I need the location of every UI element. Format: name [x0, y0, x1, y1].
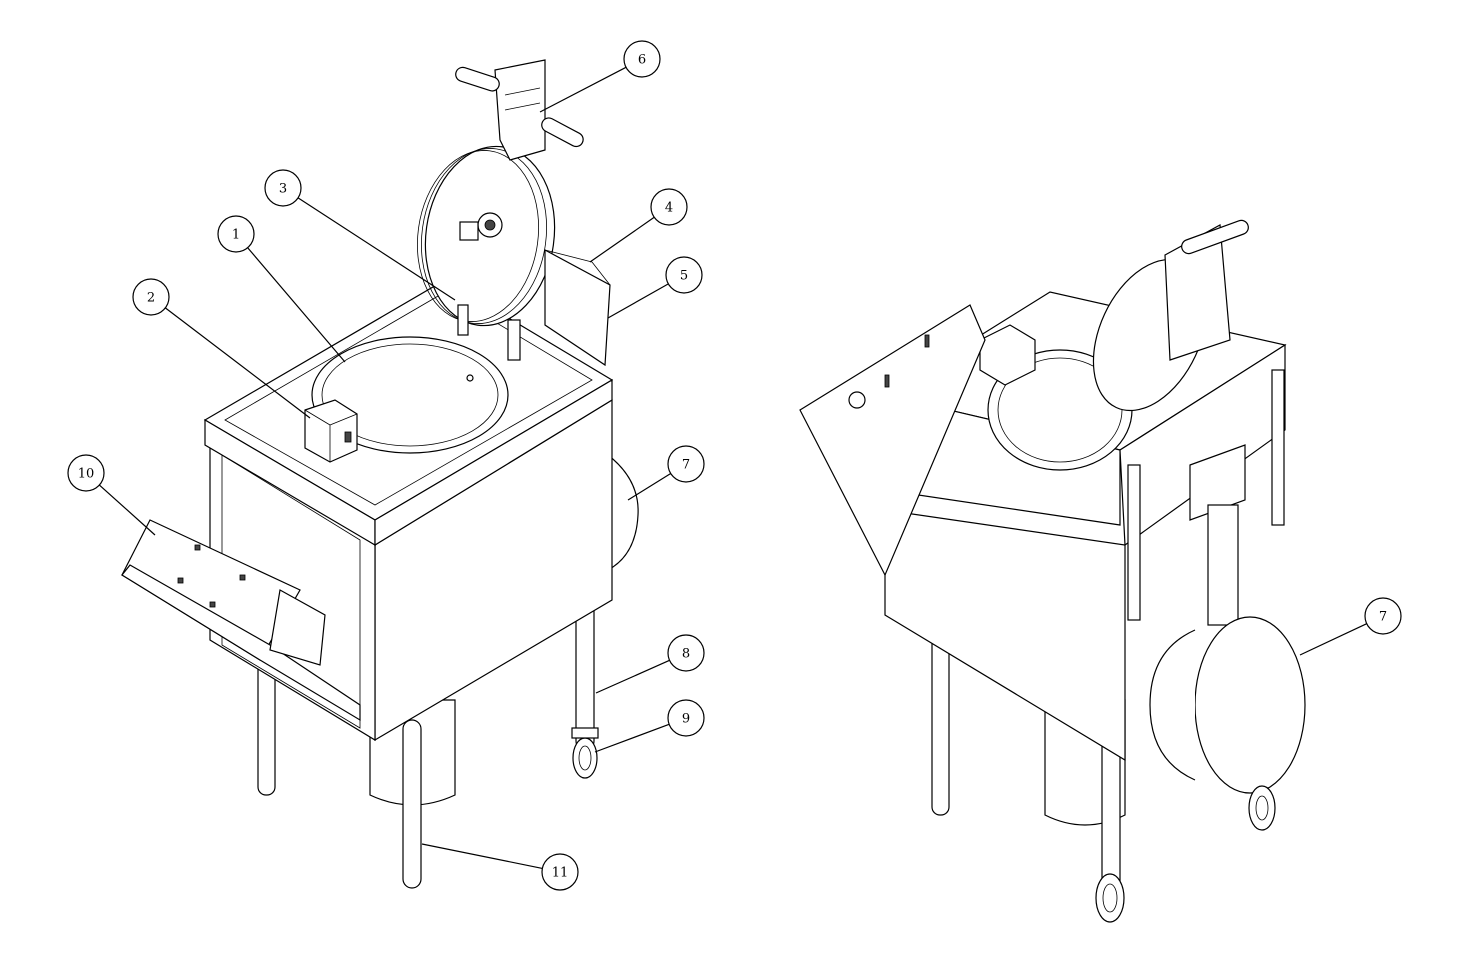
- right-view-cabinet: [799, 219, 1306, 923]
- hinge-handle-6: [494, 59, 546, 161]
- callout-circle: [264, 169, 302, 207]
- callout-c5: 5: [607, 256, 703, 319]
- left-heater-bulge: [607, 453, 639, 572]
- callout-circle: [650, 188, 688, 226]
- right-control-panel: [799, 304, 986, 577]
- leader-line: [594, 723, 670, 753]
- leader-line: [627, 472, 672, 501]
- callout-label: 11: [552, 866, 569, 881]
- right-frame-post-left: [1127, 464, 1141, 621]
- callout-c8: 8: [595, 634, 705, 694]
- callout-label: 10: [78, 467, 95, 482]
- right-caster-rear: [1248, 785, 1276, 831]
- callout-circle: [667, 634, 705, 672]
- callout-label: 5: [680, 269, 688, 284]
- callout-c11: 11: [421, 843, 579, 891]
- callout-c3: 3: [264, 169, 456, 301]
- callout-circle: [667, 445, 705, 483]
- callout-label: 2: [147, 291, 155, 306]
- left-view-cabinet: [121, 59, 639, 889]
- callout-label: 3: [279, 182, 287, 197]
- callout-c1: 1: [217, 215, 346, 363]
- callout-circle: [623, 40, 661, 78]
- callout-c6: 6: [539, 40, 661, 113]
- right-cabinet-front: [884, 509, 1126, 762]
- callout-label: 9: [682, 712, 690, 727]
- callout-circle: [132, 278, 170, 316]
- right-caster-front: [1095, 873, 1125, 923]
- callout-label: 7: [1379, 610, 1387, 625]
- callout-c7a: 7: [627, 445, 705, 501]
- callout-label: 6: [638, 53, 646, 68]
- left-caster: [572, 737, 598, 779]
- callout-circle: [667, 699, 705, 737]
- callout-label: 8: [682, 647, 690, 662]
- callout-c9: 9: [594, 699, 705, 753]
- callout-circle: [217, 215, 255, 253]
- callout-c10: 10: [67, 454, 156, 536]
- leader-line: [421, 843, 543, 870]
- leader-line: [539, 66, 627, 113]
- leader-line: [607, 283, 669, 319]
- leader-line: [98, 484, 156, 536]
- callout-circle: [1364, 597, 1402, 635]
- left-front-leg: [402, 719, 422, 889]
- callout-layer: 1 2 3 4 5 6 7 8 9 10 11 7: [67, 40, 1402, 891]
- leader-line: [297, 197, 456, 301]
- callout-label: 4: [665, 201, 673, 216]
- callout-c4: 4: [589, 188, 688, 263]
- leader-line: [1299, 623, 1367, 656]
- leader-line: [164, 307, 311, 419]
- control-box-2: [304, 399, 358, 463]
- leader-line: [247, 247, 346, 363]
- right-frame-post-right: [1271, 369, 1285, 526]
- leader-line: [595, 659, 670, 694]
- pot-rim: [311, 336, 509, 454]
- panel-4: [544, 248, 611, 367]
- leader-line: [589, 216, 655, 263]
- callout-circle: [665, 256, 703, 294]
- callout-c7b: 7: [1299, 597, 1402, 656]
- right-control-box: [979, 324, 1036, 386]
- callout-c2: 2: [132, 278, 311, 419]
- callout-circle: [67, 454, 105, 492]
- right-heater-7: [1194, 616, 1306, 794]
- callout-circle: [541, 853, 579, 891]
- callout-label: 1: [232, 228, 240, 243]
- callout-label: 7: [682, 458, 690, 473]
